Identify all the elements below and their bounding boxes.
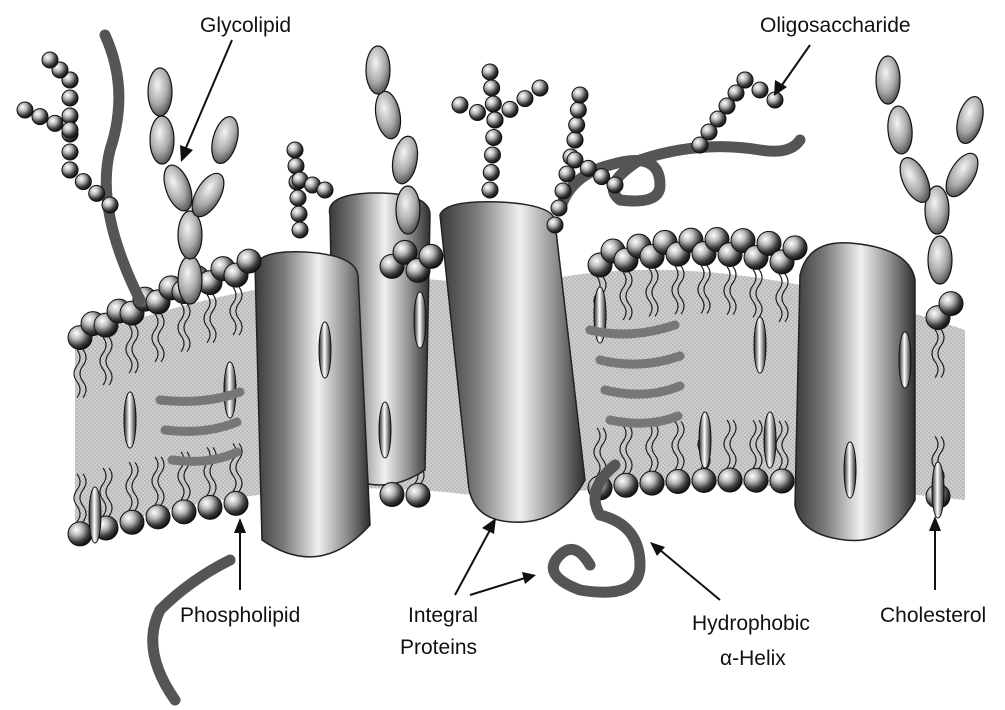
sugar-oval (366, 46, 390, 94)
sugar-bead (470, 105, 486, 121)
sugar-bead (559, 166, 575, 182)
cholesterol-molecule (699, 412, 711, 468)
sugar-oval (178, 256, 202, 304)
sugar-oval (389, 134, 421, 185)
sugar-bead (17, 102, 33, 118)
sugar-bead (482, 64, 498, 80)
sugar-oval (876, 56, 900, 104)
protein-left-front (255, 252, 370, 557)
sugar-oval (207, 114, 243, 167)
phospholipid-head (783, 236, 807, 260)
phospholipid-head (770, 469, 794, 493)
cholesterol-molecule (89, 487, 101, 543)
phospholipid-head (380, 482, 404, 506)
sugar-bead (532, 80, 548, 96)
phospholipid-head (172, 500, 196, 524)
sugar-bead (555, 183, 571, 199)
sugar-bead (62, 122, 78, 138)
sugar-bead (486, 130, 502, 146)
sugar-bead (482, 182, 498, 198)
sugar-oval (150, 116, 174, 164)
hydrophobic-helix-label-line2: α-Helix (720, 647, 786, 670)
sugar-bead (287, 142, 303, 158)
glycolipid-label: Glycolipid (200, 14, 291, 37)
phospholipid-head (68, 522, 92, 546)
sugar-bead (62, 144, 78, 160)
phospholipid-head (939, 292, 963, 316)
phospholipid-label: Phospholipid (180, 604, 300, 627)
phospholipid-head (120, 510, 144, 534)
cholesterol-molecule (124, 392, 136, 448)
protein-right (795, 243, 915, 541)
sugar-bead (484, 80, 500, 96)
sugar-bead (89, 185, 105, 201)
cholesterol-molecule (899, 332, 911, 388)
sugar-bead (569, 117, 585, 133)
cholesterol-molecule (319, 322, 331, 378)
phospholipid-head (744, 468, 768, 492)
sugar-bead (292, 222, 308, 238)
sugar-oval (178, 211, 202, 259)
sugar-bead (547, 217, 563, 233)
cholesterol-molecule (932, 462, 944, 518)
phospholipid-head (406, 483, 430, 507)
sugar-oval (928, 236, 952, 284)
integral-proteins-label-line2: Proteins (400, 636, 477, 659)
sugar-oval (396, 186, 420, 234)
sugar-bead (752, 82, 768, 98)
oligosaccharide-label: Oligosaccharide (760, 14, 911, 37)
sugar-bead (567, 132, 583, 148)
cholesterol-molecule (844, 442, 856, 498)
sugar-bead (483, 165, 499, 181)
sugar-oval (886, 105, 914, 155)
sugar-bead (102, 197, 118, 213)
sugar-bead (42, 52, 58, 68)
sugar-bead (288, 158, 304, 174)
sugar-oval (952, 94, 988, 147)
sugar-bead (737, 72, 753, 88)
sugar-oval (148, 68, 172, 116)
phospholipid-head (718, 468, 742, 492)
sugar-bead (32, 109, 48, 125)
sugar-bead (485, 147, 501, 163)
sugar-bead (291, 206, 307, 222)
sugar-bead (290, 190, 306, 206)
sugar-bead (317, 182, 333, 198)
sugar-bead (485, 96, 501, 112)
sugar-bead (517, 91, 533, 107)
cholesterol-molecule (379, 402, 391, 458)
sugar-bead (570, 102, 586, 118)
sugar-bead (502, 101, 518, 117)
cholesterol-molecule (414, 292, 426, 348)
phospholipid-head (640, 471, 664, 495)
phospholipid-head (419, 244, 443, 268)
phospholipid-head (146, 505, 170, 529)
sugar-bead (75, 174, 91, 190)
phospholipid-head (237, 249, 261, 273)
integral-proteins-label-line1: Integral (408, 604, 478, 627)
sugar-bead (62, 90, 78, 106)
sugar-bead (47, 115, 63, 131)
phospholipid-head (224, 491, 248, 515)
sugar-bead (487, 112, 503, 128)
phospholipid-head (692, 468, 716, 492)
sugar-oval (372, 89, 404, 140)
phospholipid-head (666, 469, 690, 493)
cholesterol-molecule (764, 412, 776, 468)
sugar-bead (607, 177, 623, 193)
sugar-bead (551, 200, 567, 216)
sugar-bead (452, 97, 468, 113)
phospholipid-head (198, 495, 222, 519)
cholesterol-label: Cholesterol (880, 604, 986, 627)
sugar-bead (62, 162, 78, 178)
phospholipid-head (614, 473, 638, 497)
hydrophobic-helix-label-line1: Hydrophobic (692, 612, 810, 635)
sugar-bead (572, 87, 588, 103)
cholesterol-molecule (754, 317, 766, 373)
